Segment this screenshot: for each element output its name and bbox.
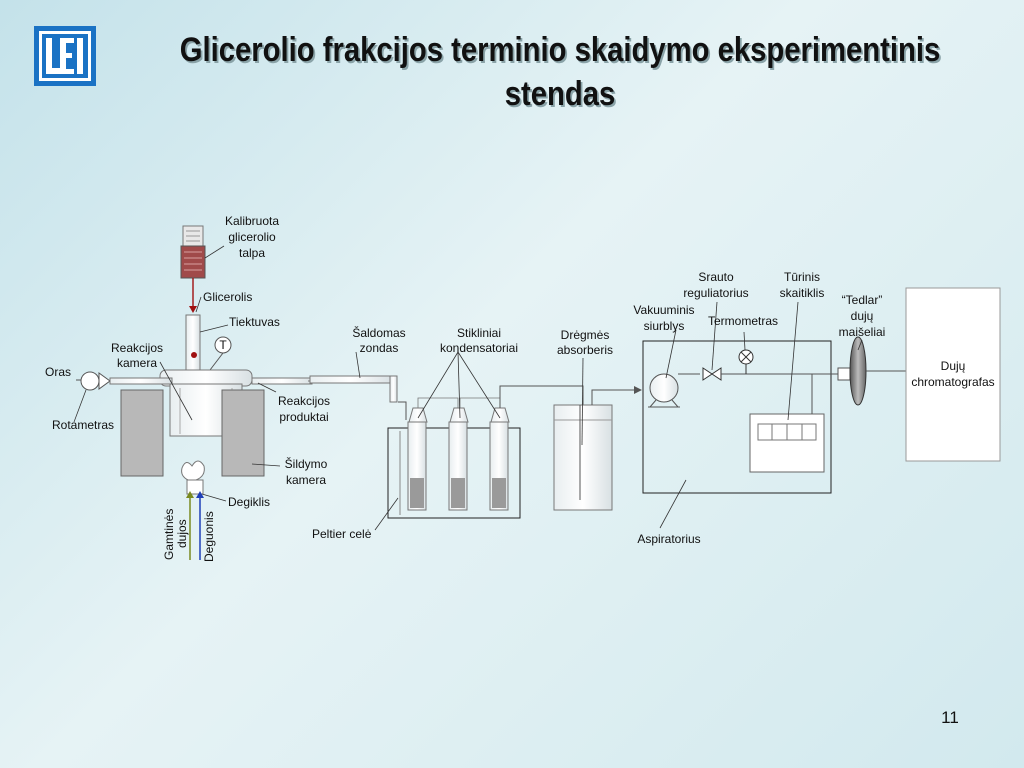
label-sildymo-kamera-1: Šildymo [285,456,328,471]
label-sildymo-kamera-2: kamera [286,473,326,487]
glass-condenser-2 [448,407,469,511]
reaction-products-tube [251,377,313,385]
temperature-sensor-label: T [219,338,227,352]
label-reakcijos-kamera-2: kamera [117,356,157,370]
heating-chamber-left [120,389,164,477]
label-termometras: Termometras [708,314,778,328]
burner-flame [181,460,205,481]
cold-probe [389,375,398,403]
label-reakcijos-produktai-2: produktai [279,410,328,424]
label-peltier: Peltier celė [312,527,372,541]
volumetric-meter [749,413,825,473]
label-glicerolis: Glicerolis [203,290,252,304]
label-stikliniai-2: kondensatoriai [440,341,518,355]
label-oras: Oras [45,365,71,379]
label-tedlar-1: “Tedlar” [842,293,883,307]
flow-regulator [702,367,713,381]
label-tedlar-2: dujų [851,309,874,323]
slide-title: Glicerolio frakcijos terminio skaidymo e… [173,28,947,116]
label-deguonis: Deguonis [202,511,216,562]
label-turinis-1: Tūrinis [784,270,820,284]
label-rotametras: Rotametras [52,418,114,432]
label-srauto-1: Srauto [698,270,734,284]
label-reakcijos-produktai-1: Reakcijos [278,394,330,408]
label-degiklis: Degiklis [228,495,270,509]
glass-condenser-1 [407,407,428,511]
label-tiektuvas: Tiektuvas [229,315,280,329]
label-tedlar-3: maišeliai [839,325,886,339]
label-stikliniai-1: Stikliniai [457,326,501,340]
label-vakuuminis-2: siurblys [644,319,685,333]
label-duju-1: Dujų [941,359,966,373]
label-vakuuminis-1: Vakuuminis [633,303,694,317]
label-gamtines-2: dujos [175,519,189,548]
air-inlet-tube [109,377,173,385]
lei-logo [34,26,96,86]
label-saldomas-2: zondas [360,341,399,355]
label-turinis-2: skaitiklis [780,286,825,300]
burner [186,479,204,495]
leader-lines [73,245,863,531]
label-srauto-2: reguliatorius [683,286,748,300]
vacuum-pump [649,373,679,403]
glass-condenser-3 [489,407,510,511]
label-kalibruota-3: talpa [239,246,265,260]
slide-title-line2: stendas [504,75,616,113]
rotameter [80,371,100,391]
label-reakcijos-kamera-1: Reakcijos [111,341,163,355]
page-number: 11 [941,708,959,727]
tedlar-gas-bag [849,336,867,406]
moisture-absorber [553,404,613,511]
aspirator [642,340,832,494]
slide-title-line1: Glicerolio frakcijos terminio skaidymo e… [179,31,941,69]
label-saldomas-1: Šaldomas [352,325,405,340]
label-duju-2: chromatografas [911,375,994,389]
label-dregmes-2: absorberis [557,343,613,357]
glycerol-calibrated-tank [180,225,206,279]
label-gamtines-1: Gamtinės [162,509,176,560]
gas-chromatograph [905,287,1001,462]
heating-chamber-right [221,389,265,477]
label-aspiratorius: Aspiratorius [637,532,700,546]
label-kalibruota-2: glicerolio [228,230,276,244]
label-dregmes-1: Drėgmės [561,328,610,342]
label-kalibruota-1: Kalibruota [225,214,279,228]
